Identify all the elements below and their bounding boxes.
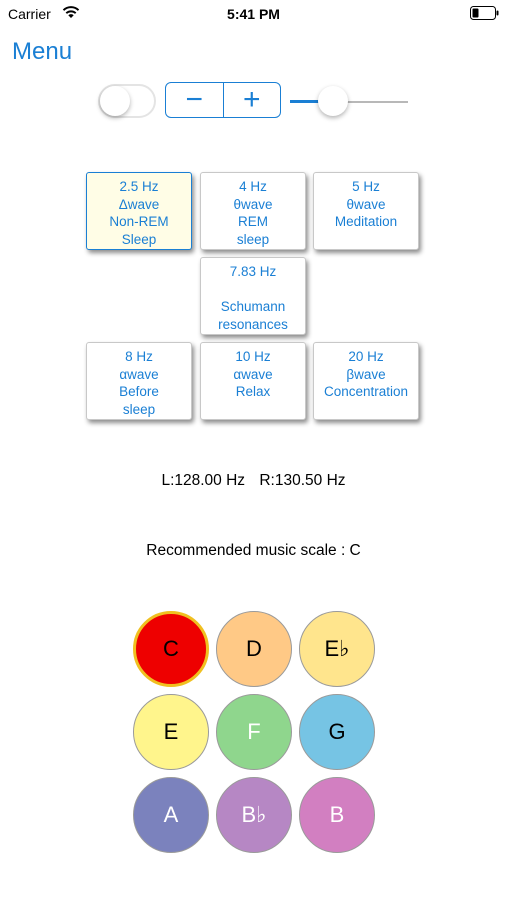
wave-description-line: Non-REM	[109, 214, 169, 229]
clock: 5:41 PM	[227, 6, 280, 22]
frequency-stepper[interactable]: − +	[165, 82, 281, 118]
note-button-9[interactable]: B	[299, 777, 375, 853]
note-label: B	[329, 802, 345, 827]
volume-slider[interactable]	[290, 86, 408, 116]
battery-icon	[470, 6, 499, 20]
wave-frequency: 8 Hz	[125, 349, 153, 364]
note-grid: C D E♭ E F G A B♭ B	[133, 611, 377, 855]
wave-frequency: 2.5 Hz	[119, 179, 159, 194]
wave-description-line: θwave	[346, 196, 386, 212]
stepper-decrement-button[interactable]: −	[166, 83, 224, 117]
left-frequency: L:128.00 Hz	[161, 472, 246, 489]
note-label: E♭	[324, 636, 350, 661]
note-label: C	[163, 636, 179, 661]
note-button-7[interactable]: A	[133, 777, 209, 853]
wave-description-line: Meditation	[334, 214, 398, 229]
wave-description-line: REM	[238, 214, 268, 229]
slider-track	[320, 101, 408, 103]
menu-button[interactable]: Menu	[12, 38, 73, 65]
wave-frequency: 20 Hz	[348, 349, 384, 364]
slider-fill	[290, 100, 320, 103]
wave-frequency: 10 Hz	[235, 349, 271, 364]
slider-thumb[interactable]	[318, 86, 348, 116]
note-button-1[interactable]: C	[133, 611, 209, 687]
carrier-label: Carrier	[8, 6, 51, 22]
wave-description-line	[251, 281, 255, 299]
recommended-scale: Recommended music scale : C	[146, 542, 361, 559]
status-bar: Carrier 5:41 PM	[0, 0, 507, 28]
wave-description-line: βwave	[346, 366, 386, 382]
wave-button[interactable]: 7.83 Hz Schumann resonances	[200, 257, 306, 335]
wave-description-line: θwave	[233, 196, 273, 212]
toggle-switch[interactable]	[98, 84, 156, 118]
wave-frequency: 7.83 Hz	[229, 264, 277, 279]
wave-description-line: Concentration	[323, 384, 409, 399]
note-label: A	[163, 802, 179, 827]
toggle-knob	[100, 86, 130, 116]
note-label: B♭	[241, 802, 267, 827]
note-button-3[interactable]: E♭	[299, 611, 375, 687]
note-label: E	[163, 719, 179, 744]
wifi-icon	[62, 6, 80, 18]
note-button-6[interactable]: G	[299, 694, 375, 770]
wave-description-line: αwave	[119, 366, 159, 382]
wave-frequency: 5 Hz	[352, 179, 380, 194]
wave-description-line: Schumann	[220, 299, 286, 314]
note-label: F	[247, 719, 261, 744]
note-label: D	[246, 636, 262, 661]
wave-description-line: αwave	[233, 366, 273, 382]
frequency-readout: L:128.00 Hz R:130.50 Hz	[0, 472, 507, 490]
wave-description-line: Before	[119, 384, 159, 399]
wave-description-line: Sleep	[121, 231, 157, 247]
wave-frequency: 4 Hz	[239, 179, 267, 194]
note-button-2[interactable]: D	[216, 611, 292, 687]
note-button-4[interactable]: E	[133, 694, 209, 770]
note-label: G	[328, 719, 346, 744]
wave-description-line: sleep	[122, 401, 156, 417]
wave-description-line: Relax	[235, 384, 271, 399]
wave-description-line: sleep	[236, 231, 270, 247]
stepper-increment-button[interactable]: +	[242, 83, 261, 116]
wave-description-line: Δwave	[118, 196, 160, 212]
note-button-5[interactable]: F	[216, 694, 292, 770]
wave-description-line: resonances	[218, 316, 288, 332]
note-button-8[interactable]: B♭	[216, 777, 292, 853]
right-frequency: R:130.50 Hz	[259, 472, 346, 489]
